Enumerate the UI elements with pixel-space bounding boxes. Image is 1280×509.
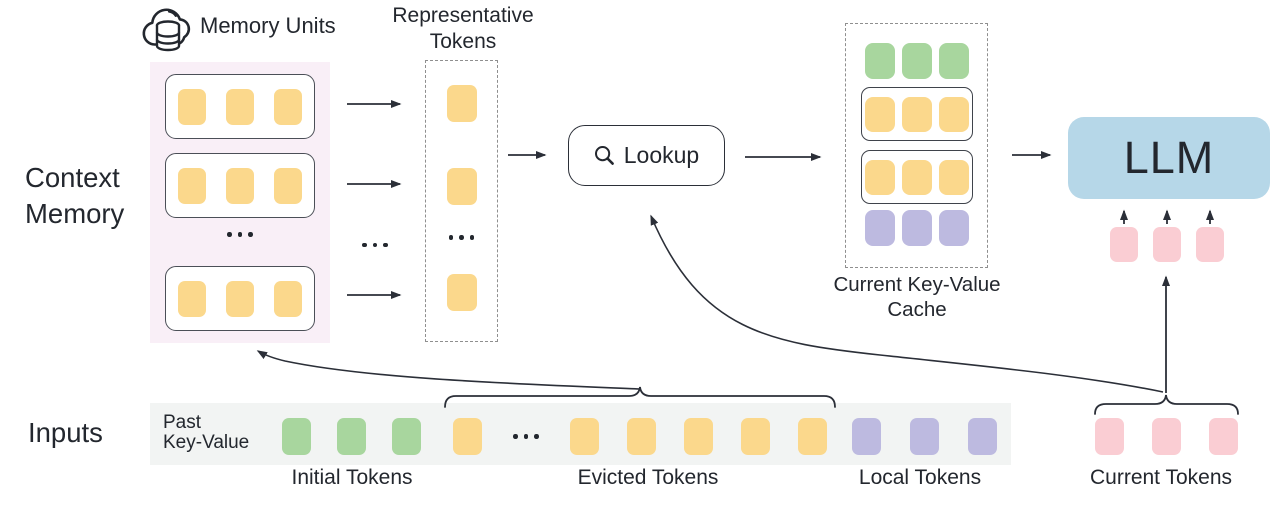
yellow-token xyxy=(446,168,477,205)
memory-unit-row xyxy=(165,153,315,218)
cloud-database-icon xyxy=(142,8,191,52)
past-key-value-label: Past Key-Value xyxy=(163,412,250,453)
yellow-token xyxy=(446,85,477,122)
current-kv-cache-box xyxy=(845,23,988,268)
yellow-token xyxy=(939,159,969,195)
purple-token xyxy=(938,210,969,246)
memory-unit-row xyxy=(165,74,315,139)
ellipsis xyxy=(510,434,542,439)
current-kv-cache-label: Current Key-Value Cache xyxy=(833,273,1001,321)
current-tokens-brace xyxy=(1094,394,1239,415)
initial-tokens-group xyxy=(282,418,421,455)
pink-token xyxy=(1196,227,1224,262)
green-token xyxy=(282,418,311,455)
representative-tokens-box xyxy=(425,60,498,342)
ellipsis xyxy=(362,242,388,247)
cache-initial-tokens xyxy=(846,43,987,79)
purple-token xyxy=(901,210,932,246)
yellow-token xyxy=(741,418,770,455)
yellow-token xyxy=(798,418,827,455)
memory-units-label: Memory Units xyxy=(200,13,336,38)
llm-box: LLM xyxy=(1068,117,1270,199)
context-memory-box xyxy=(150,62,330,343)
lookup-label: Lookup xyxy=(623,142,700,168)
memory-unit-row xyxy=(165,266,315,331)
lookup-button: Lookup xyxy=(568,125,725,186)
green-token xyxy=(864,43,895,79)
yellow-token xyxy=(902,159,932,195)
llm-current-tokens xyxy=(1110,227,1224,262)
yellow-token xyxy=(178,280,206,317)
yellow-token xyxy=(274,280,302,317)
yellow-token xyxy=(902,96,932,132)
yellow-token xyxy=(178,167,206,204)
yellow-token xyxy=(570,418,599,455)
ellipsis xyxy=(227,232,253,237)
yellow-token xyxy=(627,418,656,455)
context-memory-label: Context Memory xyxy=(25,162,125,229)
llm-label: LLM xyxy=(1123,132,1215,183)
memory-ellipsis xyxy=(150,232,330,237)
green-token xyxy=(938,43,969,79)
purple-token xyxy=(910,418,939,455)
local-tokens-label: Local Tokens xyxy=(858,466,982,489)
cache-local-tokens xyxy=(846,210,987,246)
arrow-evicted-to-memory xyxy=(256,350,641,390)
yellow-token xyxy=(446,273,477,311)
pink-token xyxy=(1095,418,1124,455)
green-token xyxy=(901,43,932,79)
cache-memory-unit xyxy=(861,150,973,204)
yellow-token xyxy=(453,418,482,455)
green-token xyxy=(392,418,421,455)
yellow-token xyxy=(226,167,254,204)
current-tokens-group xyxy=(1095,418,1238,455)
initial-tokens-label: Initial Tokens xyxy=(291,466,413,489)
yellow-token xyxy=(865,96,895,132)
purple-token xyxy=(864,210,895,246)
pink-token xyxy=(1110,227,1138,262)
green-token xyxy=(337,418,366,455)
yellow-token xyxy=(274,167,302,204)
yellow-token xyxy=(939,96,969,132)
purple-token xyxy=(852,418,881,455)
pink-token xyxy=(1209,418,1238,455)
inputs-label: Inputs xyxy=(28,417,103,448)
pink-token xyxy=(1153,227,1181,262)
cache-memory-unit xyxy=(861,87,973,141)
search-icon xyxy=(594,146,614,165)
representative-tokens-label: Representative Tokens xyxy=(392,4,534,53)
yellow-token xyxy=(226,280,254,317)
yellow-token xyxy=(274,88,302,125)
current-tokens-label: Current Tokens xyxy=(1089,466,1233,489)
evicted-tokens-label: Evicted Tokens xyxy=(577,466,719,489)
yellow-token xyxy=(865,159,895,195)
between-ellipsis xyxy=(362,234,388,252)
yellow-token xyxy=(226,88,254,125)
ellipsis xyxy=(448,235,475,240)
database-cylinder-icon xyxy=(155,20,181,52)
purple-token xyxy=(968,418,997,455)
local-tokens-group xyxy=(852,418,997,455)
evicted-tokens-group xyxy=(453,418,827,455)
pink-token xyxy=(1152,418,1181,455)
yellow-token xyxy=(178,88,206,125)
yellow-token xyxy=(684,418,713,455)
